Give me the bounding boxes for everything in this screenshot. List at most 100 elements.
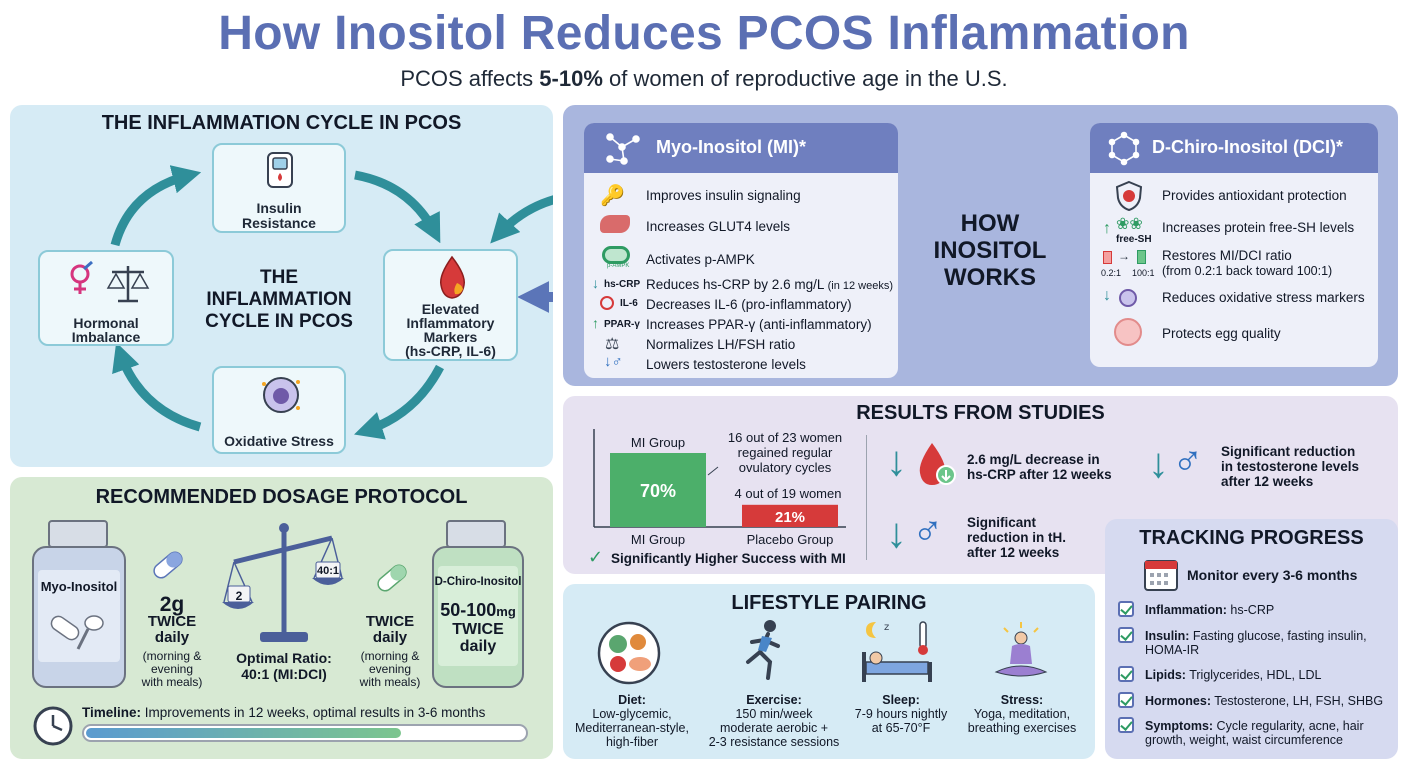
checkbox-icon: [1118, 692, 1134, 708]
bar-value-label: 70%: [640, 481, 676, 501]
dosage-heading: RECOMMENDED DOSAGE PROTOCOL: [95, 486, 468, 508]
results-heading: RESULTS FROM STUDIES: [856, 402, 1105, 424]
dci-bottle-label: D-Chiro-Inositol: [434, 576, 522, 588]
ratio-to-tag: 100:1: [1132, 268, 1155, 278]
tracking-heading: TRACKING PROGRESS: [1139, 527, 1364, 549]
oxidative-cell-icon: [1119, 289, 1137, 307]
cell-icon: [262, 377, 300, 413]
muscle-icon: [600, 215, 630, 233]
down-arrow-icon: ↓: [886, 437, 907, 484]
timeline-text: Timeline: Improvements in 12 weeks, opti…: [82, 705, 486, 720]
mi-group-top-label: MI Group: [631, 435, 685, 450]
flame-drop-icon: [439, 255, 465, 299]
mi-bottle-label: Myo-Inositol: [40, 579, 118, 594]
clock-icon: [33, 706, 73, 746]
ampk-tag: p-AMPK: [607, 263, 630, 269]
bar-value-label: 21%: [775, 509, 805, 526]
balance-scale-icon: [222, 523, 344, 642]
results-verdict: Significantly Higher Success with MI: [611, 551, 846, 566]
ppar-tag: PPAR-γ: [604, 319, 640, 330]
freesh-tag: free-SH: [1116, 234, 1152, 245]
sleep-bed-icon: z: [862, 621, 932, 682]
blood-drop-icon: [919, 443, 956, 485]
node-insulin-resistance: Insulin Resistance: [212, 143, 346, 233]
il6-tag: IL-6: [620, 298, 638, 309]
annotation-pointer: [707, 466, 719, 476]
ratio-from-tag: 0.2:1: [1101, 268, 1122, 278]
egg-icon: [1114, 318, 1142, 346]
results-divider: [866, 435, 867, 560]
optimal-ratio: Optimal Ratio:40:1 (MI:DCI): [236, 650, 332, 682]
mi-item: Reduces hs-CRP by 2.6 mg/L (in 12 weeks): [646, 277, 894, 292]
mi-bottle-cap: [48, 520, 108, 548]
cycle-arrows: [110, 165, 553, 440]
arrow-mi-to-markers: [490, 195, 553, 244]
node-hormonal-imbalance: Hormonal Imbalance: [38, 250, 174, 346]
hscrp-tag: hs-CRP: [604, 279, 641, 290]
arrow-oxidative-to-hormonal: [112, 342, 202, 432]
lifestyle-heading: LIFESTYLE PAIRING: [731, 592, 927, 614]
stress-item: Stress:Yoga, meditation,breathing exerci…: [967, 693, 1077, 735]
checkbox-icon: [1118, 666, 1134, 682]
key-lock-icon: 🔑: [600, 185, 625, 207]
tracking-panel: [1105, 519, 1398, 759]
category-label: MI Group: [631, 532, 685, 547]
protein-icon: ❀❀: [1116, 216, 1143, 233]
checkbox-icon: [1118, 601, 1134, 617]
dci-title: D-Chiro-Inositol (DCI)*: [1152, 137, 1343, 157]
scale-left-label: 2: [235, 589, 243, 603]
capsule-spoon-icon: [50, 615, 104, 650]
track-item-lipids: Lipids: Triglycerides, HDL, LDL: [1145, 668, 1322, 682]
bar-placebo-group: [742, 504, 838, 527]
how-inositol-works-label: HOW INOSITOL WORKS: [933, 210, 1047, 291]
mi-item: Increases PPAR-γ (anti-inflammatory): [646, 317, 872, 332]
mi-card: Myo-Inositol (MI)*: [584, 123, 898, 378]
calendar-icon: [1144, 560, 1178, 591]
placebo-annotation: 4 out of 19 women: [734, 486, 842, 501]
male-icon: ♂: [912, 507, 944, 554]
track-item-symptoms: Symptoms: Cycle regularity, acne, hair g…: [1145, 719, 1364, 747]
checkbox-icon: [1118, 717, 1134, 733]
dci-item: Reduces oxidative stress markers: [1162, 290, 1365, 305]
runner-icon: [746, 620, 780, 680]
down-arrow-icon: ↓: [1148, 439, 1169, 486]
glucose-meter-icon: [267, 152, 293, 188]
page-subtitle: PCOS affects 5-10% of women of reproduct…: [400, 66, 1008, 91]
cycle-heading: THE INFLAMMATION CYCLE IN PCOS: [101, 112, 462, 134]
bar-mi-group: [610, 453, 706, 527]
cycle-center-label: THE INFLAMMATION CYCLE IN PCOS: [205, 267, 353, 332]
dci-item: Increases protein free-SH levels: [1162, 220, 1355, 235]
down-arrow-icon: ↓: [592, 275, 599, 291]
track-item-insulin: Insulin: Fasting glucose, fasting insuli…: [1145, 629, 1367, 657]
shield-icon: [1115, 180, 1143, 212]
node-oxidative-stress: Oxidative Stress: [212, 366, 346, 454]
check-icon: ✓: [588, 547, 604, 567]
timeline-track: [82, 724, 528, 742]
down-male-icon: ↓♂: [604, 353, 623, 370]
timeline-fill: [86, 728, 401, 738]
ratio-high-icon: [1137, 250, 1146, 264]
up-arrow-icon: ↑: [592, 315, 599, 331]
diet-item: Diet:Low-glycemic,Mediterranean-style,hi…: [575, 693, 689, 749]
capsule-icon: [153, 551, 183, 579]
dci-bottle-cap: [446, 520, 506, 548]
molecule-icon: [1108, 131, 1140, 166]
mi-item: Increases GLUT4 levels: [646, 219, 791, 234]
down-arrow-icon: ↓: [1103, 287, 1111, 304]
category-label: Placebo Group: [747, 532, 834, 547]
mi-item: Activates p-AMPK: [646, 252, 755, 267]
mi-item: Lowers testosterone levels: [646, 357, 806, 372]
svg-text:z: z: [884, 622, 889, 633]
dci-item: Protects egg quality: [1162, 326, 1281, 341]
down-arrow-icon: ↓: [886, 509, 907, 556]
